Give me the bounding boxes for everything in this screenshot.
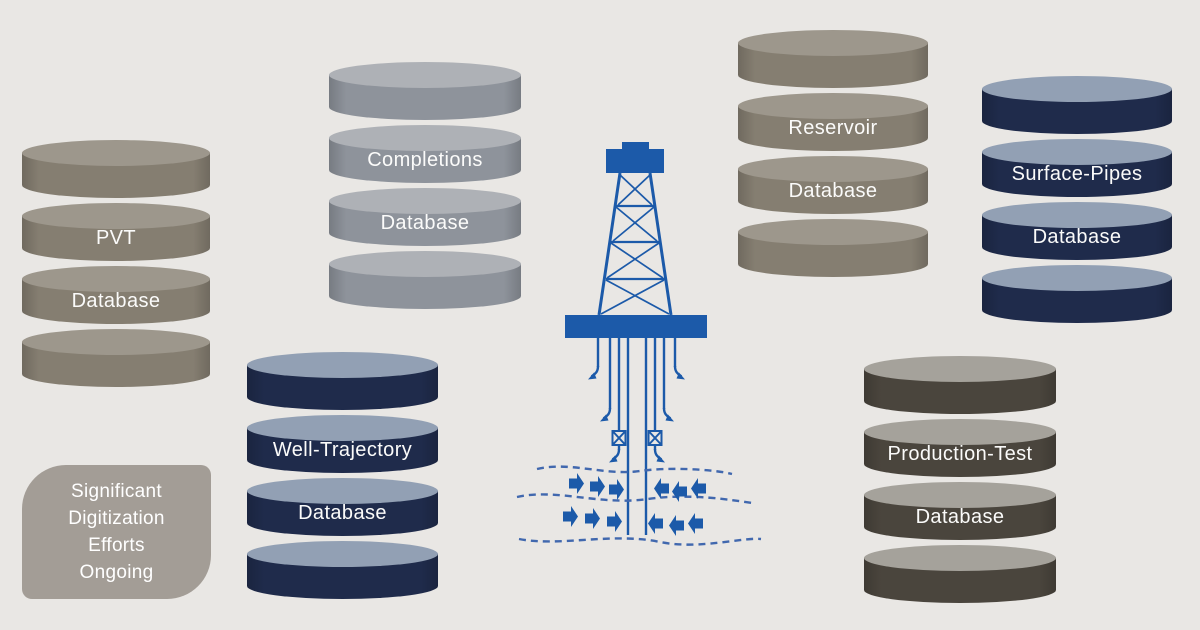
database-surface-pipes: Surface-Pipes Database xyxy=(982,76,1172,323)
disk-rim xyxy=(247,352,438,378)
note-line: Digitization xyxy=(68,508,165,529)
database-pvt: PVT Database xyxy=(22,140,210,387)
db-disk xyxy=(982,76,1172,134)
db-disk xyxy=(864,356,1056,414)
db-label-line1: Reservoir xyxy=(788,117,878,139)
disk-rim xyxy=(329,62,521,88)
db-disk xyxy=(329,62,521,120)
db-disk: Database xyxy=(982,202,1172,260)
db-label-line1: PVT xyxy=(95,227,137,249)
database-reservoir: Reservoir Database xyxy=(738,30,928,277)
disk-rim xyxy=(22,203,210,229)
disk-rim xyxy=(738,219,928,245)
db-disk xyxy=(738,30,928,88)
disk-rim xyxy=(982,76,1172,102)
db-label-line2: Database xyxy=(915,506,1005,528)
db-disk: Database xyxy=(22,266,210,324)
disk-rim xyxy=(22,140,210,166)
database-production-test: Production-Test Database xyxy=(864,356,1056,603)
db-disk: Database xyxy=(864,482,1056,540)
db-label-line1: Completions xyxy=(367,149,483,171)
db-disk xyxy=(329,251,521,309)
db-disk: Production-Test xyxy=(864,419,1056,477)
disk-rim xyxy=(247,478,438,504)
disk-rim xyxy=(864,356,1056,382)
digitization-note: Significant Digitization Efforts Ongoing xyxy=(22,465,211,599)
note-line: Ongoing xyxy=(79,562,154,583)
db-label-line2: Database xyxy=(788,180,878,202)
database-completions: Completions Database xyxy=(329,62,521,309)
note-line: Efforts xyxy=(88,535,145,556)
db-label-line1: Production-Test xyxy=(887,443,1033,465)
db-disk: Database xyxy=(738,156,928,214)
disk-rim xyxy=(982,265,1172,291)
oil-rig-illustration xyxy=(516,142,762,546)
db-disk xyxy=(247,352,438,410)
disk-rim xyxy=(864,545,1056,571)
flow-arrows xyxy=(563,473,706,536)
disk-rim xyxy=(329,125,521,151)
db-disk xyxy=(247,541,438,599)
db-label-line1: Well-Trajectory xyxy=(272,439,413,461)
db-disk xyxy=(22,329,210,387)
db-disk: Reservoir xyxy=(738,93,928,151)
well-pipes xyxy=(596,338,677,535)
wellhead-valve-icon xyxy=(611,430,663,446)
db-disk: Well-Trajectory xyxy=(247,415,438,473)
disk-rim xyxy=(22,266,210,292)
db-disk xyxy=(22,140,210,198)
derrick-tower xyxy=(597,172,673,316)
disk-rim xyxy=(738,156,928,182)
db-disk: Surface-Pipes xyxy=(982,139,1172,197)
disk-rim xyxy=(22,329,210,355)
disk-rim xyxy=(247,541,438,567)
disk-rim xyxy=(982,202,1172,228)
derrick-crown-and-platform xyxy=(565,142,707,338)
disk-rim xyxy=(864,419,1056,445)
disk-rim xyxy=(247,415,438,441)
db-disk: Database xyxy=(329,188,521,246)
disk-rim xyxy=(864,482,1056,508)
subsurface-layers xyxy=(516,465,762,546)
disk-rim xyxy=(329,188,521,214)
db-disk xyxy=(982,265,1172,323)
note-line: Significant xyxy=(71,481,162,502)
db-disk: PVT xyxy=(22,203,210,261)
database-well-trajectory: Well-Trajectory Database xyxy=(247,352,438,599)
disk-rim xyxy=(982,139,1172,165)
db-label-line1: Surface-Pipes xyxy=(1011,163,1143,185)
disk-rim xyxy=(329,251,521,277)
db-disk: Completions xyxy=(329,125,521,183)
db-disk xyxy=(864,545,1056,603)
db-label-line2: Database xyxy=(1032,226,1122,248)
db-disk xyxy=(738,219,928,277)
db-disk: Database xyxy=(247,478,438,536)
disk-rim xyxy=(738,93,928,119)
db-label-line2: Database xyxy=(71,290,161,312)
pipe-elbows xyxy=(586,364,687,464)
db-label-line2: Database xyxy=(298,502,387,524)
db-label-line2: Database xyxy=(380,212,470,234)
disk-rim xyxy=(738,30,928,56)
